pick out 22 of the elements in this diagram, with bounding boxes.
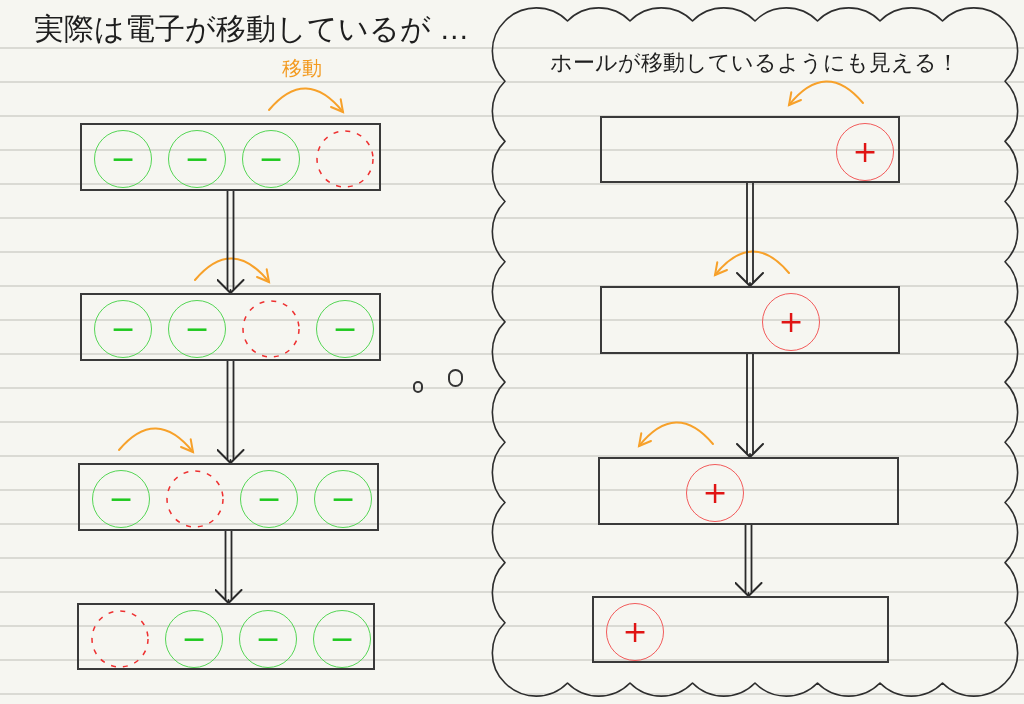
double-down-arrow	[734, 524, 763, 597]
state-bar	[80, 293, 381, 361]
double-down-arrow	[214, 530, 243, 604]
motion-label: 移動	[282, 56, 322, 81]
page-title: 実際は電子が移動しているが …	[34, 11, 470, 47]
double-down-arrow	[216, 360, 245, 464]
state-bar	[80, 123, 381, 191]
thought-cloud	[490, 6, 1020, 698]
state-bar	[600, 116, 900, 183]
dashed-empty-circle	[166, 470, 224, 528]
state-bar	[78, 463, 379, 531]
cloud-heading: ホールが移動しているようにも見える！	[550, 49, 959, 77]
state-bar	[592, 596, 889, 663]
double-down-arrow	[216, 190, 245, 294]
state-bar	[600, 286, 900, 354]
double-down-arrow	[736, 182, 764, 287]
state-bar	[77, 603, 375, 670]
double-down-arrow	[736, 353, 764, 458]
dashed-empty-circle	[91, 609, 149, 668]
state-bar	[598, 457, 899, 525]
dashed-empty-circle	[242, 300, 300, 358]
dashed-empty-circle	[316, 130, 374, 188]
